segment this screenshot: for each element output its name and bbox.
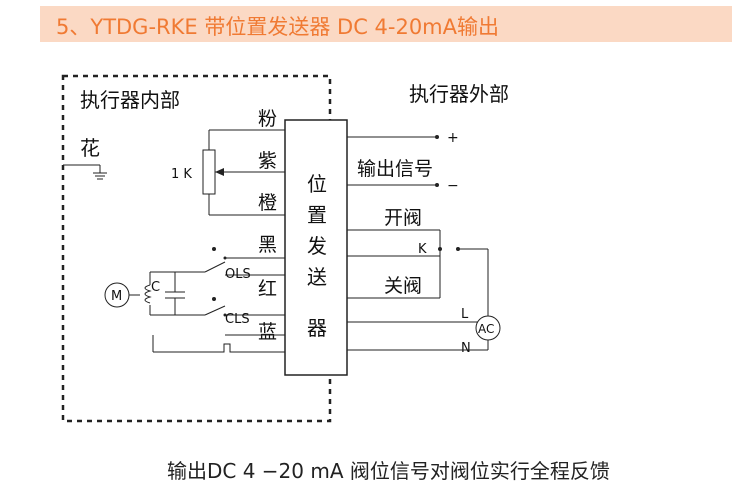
terminal-dot	[456, 247, 460, 251]
n-label: N	[461, 341, 471, 356]
open-valve-label: 开阀	[384, 207, 422, 229]
terminal-dot	[435, 135, 439, 139]
title-banner: 5、YTDG-RKE 带位置发送器 DC 4-20mA输出	[40, 6, 732, 42]
device-char-3: 发	[307, 234, 327, 258]
plus-label: +	[447, 130, 459, 146]
terminal-dot	[223, 313, 227, 317]
wire-label-black: 黑	[258, 234, 277, 256]
outside-label: 执行器外部	[409, 82, 509, 106]
device-char-4: 送	[307, 265, 327, 289]
flower-label: 花	[80, 136, 100, 160]
potentiometer	[202, 129, 285, 216]
terminal-dot	[212, 297, 216, 301]
switch-wiring	[129, 257, 285, 353]
minus-label: −	[447, 178, 459, 194]
footer-caption: 输出DC 4 −20 mA 阀位信号对阀位实行全程反馈	[167, 459, 610, 483]
position-transmitter-box	[284, 119, 348, 376]
device-char-5: 器	[307, 316, 327, 340]
terminal-dot	[223, 256, 227, 260]
outside-wiring	[347, 136, 489, 351]
motor-icon	[104, 282, 130, 308]
ols-label: OLS	[225, 267, 251, 282]
device-char-1: 位	[307, 172, 327, 196]
cls-label: CLS	[225, 312, 250, 327]
inside-boundary	[61, 74, 332, 423]
wire-label-orange: 橙	[258, 192, 277, 214]
wire-label-blue: 蓝	[258, 321, 277, 343]
wire-label-purple: 紫	[258, 150, 277, 172]
terminal-dot	[438, 247, 442, 251]
ac-source-icon	[475, 315, 501, 341]
pot-label: 1 K	[171, 167, 192, 182]
device-char-2: 置	[307, 203, 327, 227]
l-label: L	[461, 307, 469, 322]
ac-label: AC	[478, 322, 494, 336]
ground-icon	[63, 164, 107, 180]
capacitor-label: C	[151, 280, 160, 295]
output-signal-label: 输出信号	[357, 158, 433, 180]
wiper-arrow-icon	[215, 168, 224, 176]
coil-icon	[144, 284, 152, 304]
terminal-dot	[212, 247, 216, 251]
wire-label-red: 红	[258, 278, 277, 300]
wire-label-pink: 粉	[258, 108, 277, 130]
close-valve-label: 关阀	[384, 275, 422, 297]
k-label: K	[418, 242, 427, 257]
title: 5、YTDG-RKE 带位置发送器 DC 4-20mA输出	[56, 15, 500, 39]
motor-label: M	[111, 289, 122, 304]
inside-label: 执行器内部	[80, 88, 180, 112]
terminal-dot	[435, 183, 439, 187]
